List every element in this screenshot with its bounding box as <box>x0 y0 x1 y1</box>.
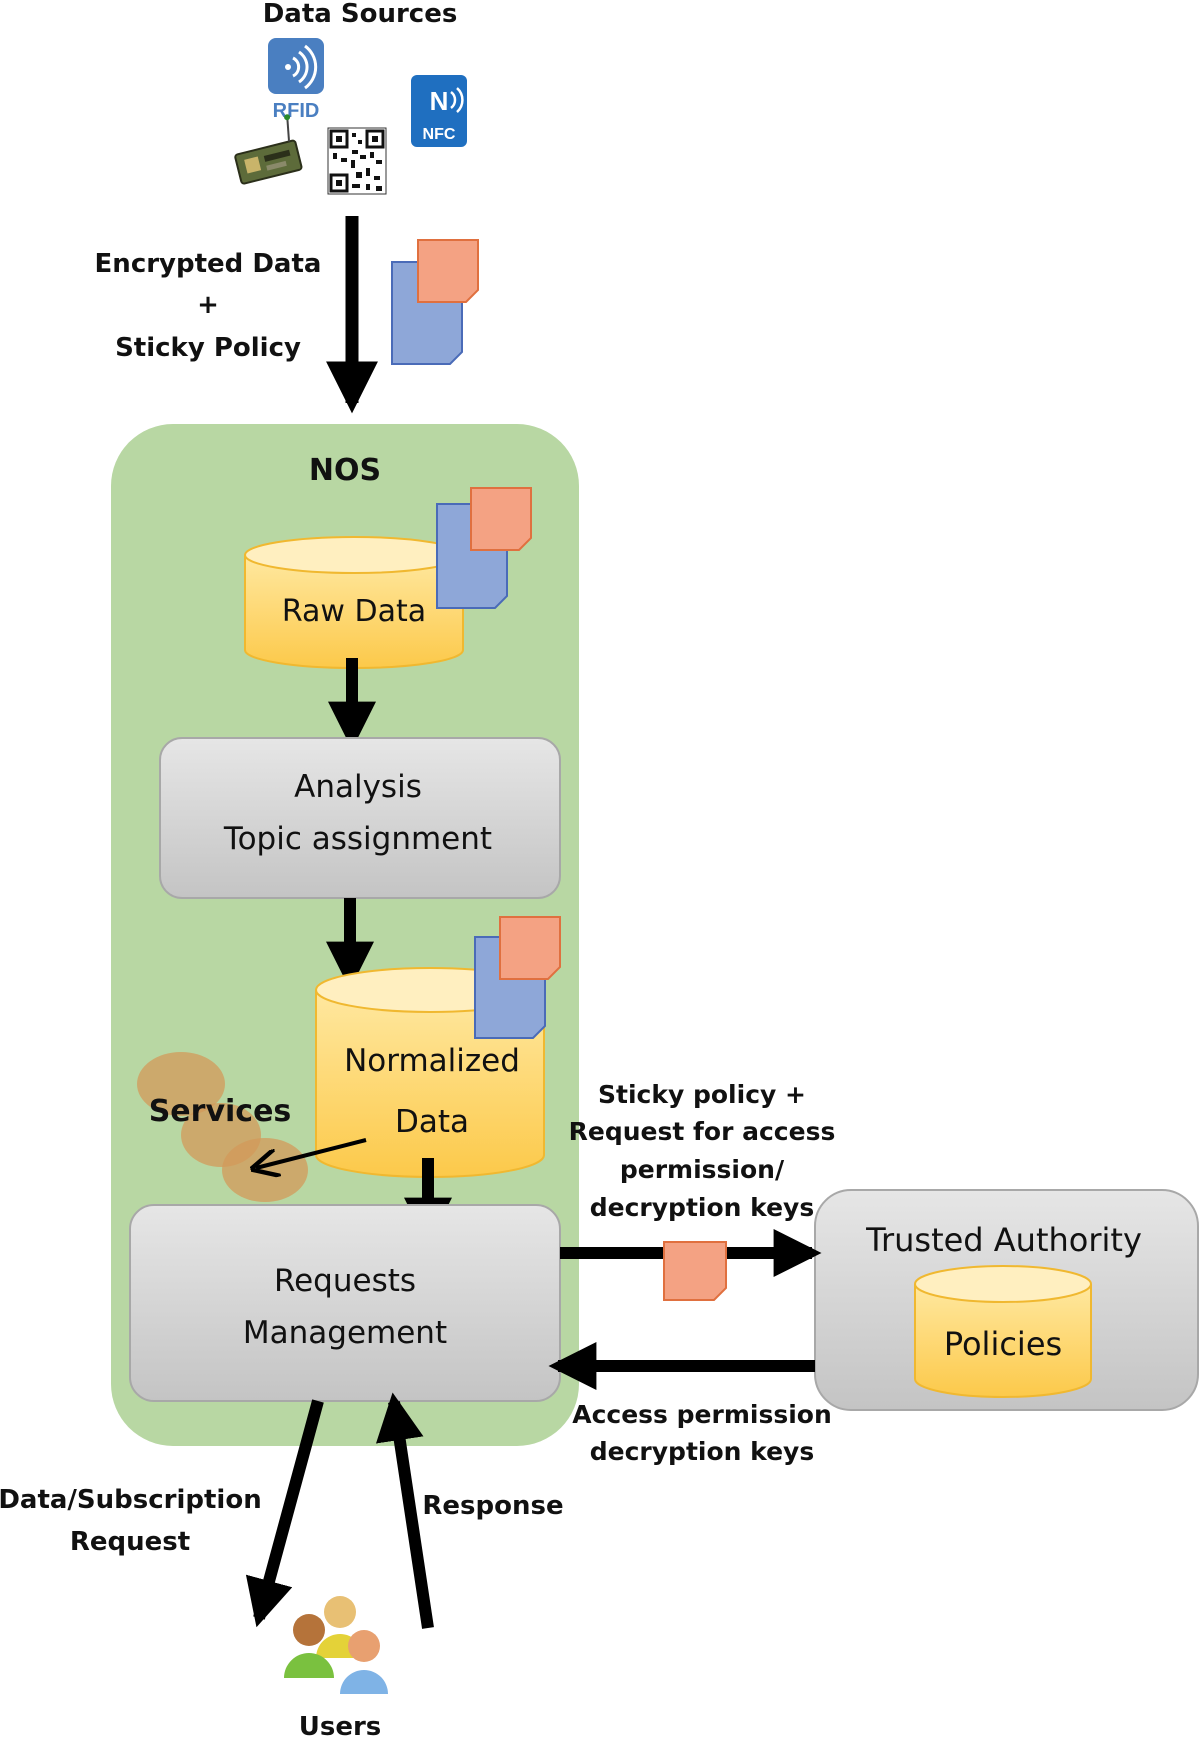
users-icon <box>284 1596 388 1694</box>
svg-text:Sticky Policy: Sticky Policy <box>115 333 301 363</box>
raw-data-cylinder: Raw Data <box>244 536 464 669</box>
response-label: Response <box>422 1491 563 1521</box>
svg-text:Access permission: Access permission <box>572 1400 832 1429</box>
services-cluster: Services <box>137 1052 308 1202</box>
services-label: Services <box>149 1094 292 1129</box>
normalized-data-label: Data <box>395 1104 469 1140</box>
nfc-label: NFC <box>423 126 456 143</box>
rfid-icon: RFID <box>268 38 324 122</box>
svg-text:N: N <box>430 86 449 116</box>
sensor-board-icon <box>234 114 303 185</box>
users-label: Users <box>299 1712 382 1742</box>
svg-text:Request for access: Request for access <box>569 1117 836 1146</box>
trusted-authority-label: Trusted Authority <box>865 1221 1142 1259</box>
normalized-data-document-icon <box>474 916 561 1039</box>
encrypted-document-icon <box>391 239 479 365</box>
data-request-label: Data/Subscription Request <box>0 1485 262 1557</box>
svg-text:Sticky policy +: Sticky policy + <box>598 1080 806 1109</box>
topic-assignment-label: Topic assignment <box>223 821 492 857</box>
raw-data-document-icon <box>436 487 532 609</box>
svg-text:Request: Request <box>70 1527 190 1557</box>
access-permission-label: Access permission decryption keys <box>572 1400 832 1466</box>
analysis-box: Analysis Topic assignment <box>159 737 561 899</box>
svg-text:decryption keys: decryption keys <box>590 1193 814 1222</box>
sticky-policy-document-icon <box>663 1241 727 1301</box>
svg-text:permission/: permission/ <box>620 1155 785 1184</box>
analysis-label: Analysis <box>294 769 422 805</box>
normalized-to-services-arrow <box>256 1138 367 1168</box>
data-sources-title: Data Sources <box>263 0 458 29</box>
svg-text:Data/Subscription: Data/Subscription <box>0 1485 262 1515</box>
requests-management-box: Requests Management <box>129 1204 561 1402</box>
raw-data-label: Raw Data <box>282 594 426 629</box>
policies-cylinder: Policies <box>914 1265 1092 1398</box>
svg-text:Encrypted Data: Encrypted Data <box>95 249 322 279</box>
svg-text:decryption keys: decryption keys <box>590 1437 814 1466</box>
qr-code-icon <box>327 127 387 195</box>
management-label: Management <box>243 1315 447 1351</box>
nos-title: NOS <box>309 453 381 488</box>
request-keys-label: Sticky policy + Request for access permi… <box>569 1080 836 1222</box>
policies-label: Policies <box>944 1325 1062 1363</box>
nfc-icon: N NFC <box>411 75 467 147</box>
rfid-label: RFID <box>273 100 320 122</box>
response-arrow <box>375 1392 434 1629</box>
encrypted-data-label: Encrypted Data + Sticky Policy <box>95 249 322 363</box>
data-request-arrow <box>245 1399 324 1628</box>
svg-text:+: + <box>197 290 219 320</box>
requests-label: Requests <box>274 1263 416 1299</box>
normalized-label: Normalized <box>344 1043 520 1079</box>
